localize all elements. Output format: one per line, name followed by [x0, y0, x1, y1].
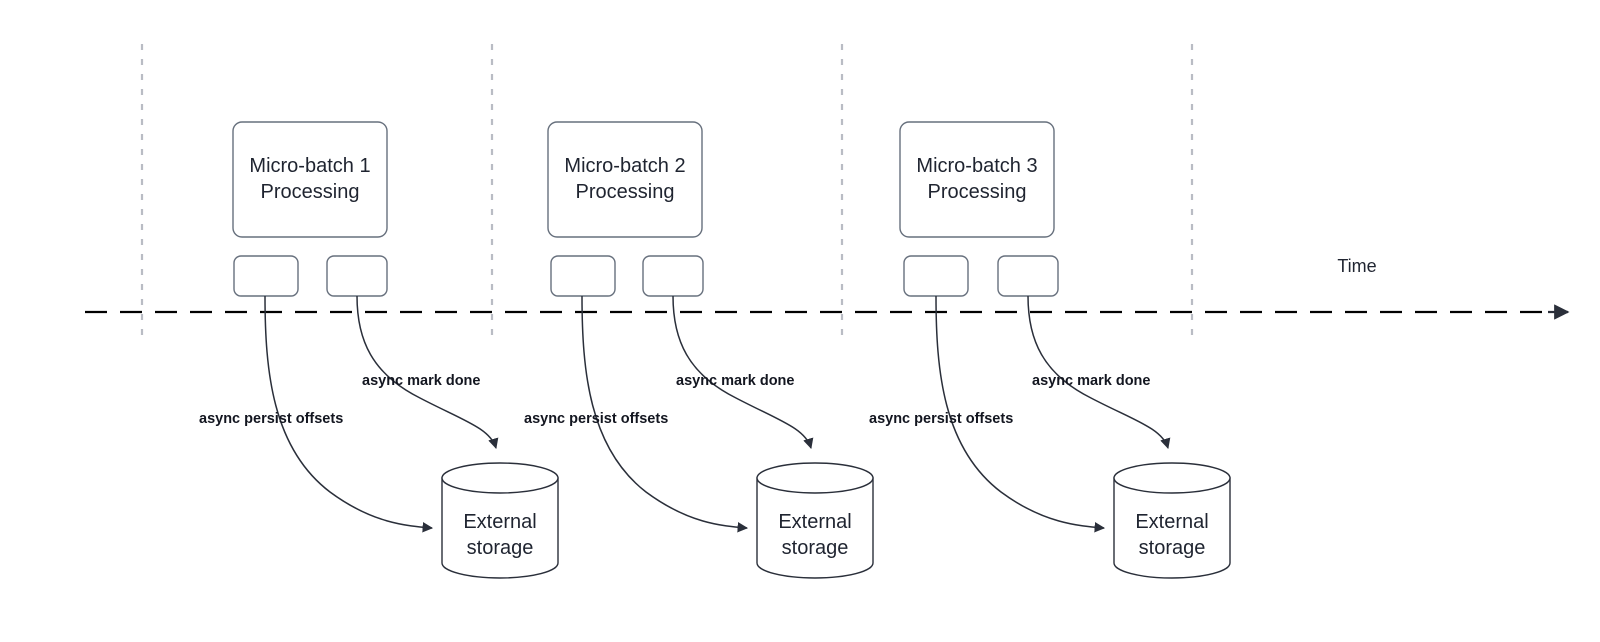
cylinder-body[interactable] [756, 477, 874, 579]
cylinder-body[interactable] [1113, 477, 1231, 579]
micro-batch-box[interactable] [232, 121, 388, 238]
micro-batch-label-line2: Processing [576, 181, 675, 203]
micro-batch-groups: Micro-batch 1 Processing async persist off… [199, 121, 1231, 579]
external-storage-label-line2: storage [1139, 537, 1206, 559]
external-storage-label-line1: External [1135, 511, 1208, 533]
external-storage-node[interactable]: External storage [1113, 462, 1231, 579]
cylinder-top [441, 462, 559, 494]
cylinder-top [1113, 462, 1231, 494]
micro-batch-processing-node[interactable]: Micro-batch 1 Processing [232, 121, 388, 238]
async-persist-offsets-label: async persist offsets [199, 411, 343, 427]
micro-batch-label-line1: Micro-batch 3 [916, 155, 1037, 177]
micro-batch-label-line1: Micro-batch 2 [564, 155, 685, 177]
micro-batch-label-line2: Processing [928, 181, 1027, 203]
micro-batch-box[interactable] [547, 121, 703, 238]
micro-batch-group: Micro-batch 2 Processing async persist off… [524, 121, 874, 579]
external-storage-node[interactable]: External storage [441, 462, 559, 579]
micro-batch-processing-node[interactable]: Micro-batch 2 Processing [547, 121, 703, 238]
offset-task-box[interactable] [233, 255, 299, 297]
async-persist-offsets-label: async persist offsets [869, 411, 1013, 427]
micro-batch-group: Micro-batch 3 Processing async persist off… [869, 121, 1231, 579]
offset-task-box[interactable] [903, 255, 969, 297]
async-persist-offsets-label: async persist offsets [524, 411, 668, 427]
offset-task-box[interactable] [550, 255, 616, 297]
external-storage-node[interactable]: External storage [756, 462, 874, 579]
external-storage-label-line2: storage [782, 537, 849, 559]
async-mark-done-arrow [672, 295, 814, 450]
markdone-task-box[interactable] [997, 255, 1059, 297]
async-persist-offsets-arrow [935, 295, 1106, 533]
markdone-task-box[interactable] [642, 255, 704, 297]
time-axis-label: Time [1337, 256, 1376, 276]
async-mark-done-label: async mark done [1032, 373, 1150, 389]
async-mark-done-arrow [1027, 295, 1171, 450]
external-storage-label-line2: storage [467, 537, 534, 559]
external-storage-label-line1: External [778, 511, 851, 533]
cylinder-top [756, 462, 874, 494]
micro-batch-label-line1: Micro-batch 1 [249, 155, 370, 177]
micro-batch-box[interactable] [899, 121, 1055, 238]
micro-batch-label-line2: Processing [261, 181, 360, 203]
markdone-task-box[interactable] [326, 255, 388, 297]
async-mark-done-label: async mark done [362, 373, 480, 389]
cylinder-body[interactable] [441, 477, 559, 579]
async-persist-offsets-arrow [264, 295, 434, 533]
micro-batch-group: Micro-batch 1 Processing async persist off… [199, 121, 559, 579]
async-mark-done-arrow [356, 295, 499, 450]
async-mark-done-label: async mark done [676, 373, 794, 389]
async-persist-offsets-arrow [581, 295, 749, 533]
batch-boundary-ticks [140, 44, 1194, 342]
external-storage-label-line1: External [463, 511, 536, 533]
micro-batch-processing-node[interactable]: Micro-batch 3 Processing [899, 121, 1055, 238]
